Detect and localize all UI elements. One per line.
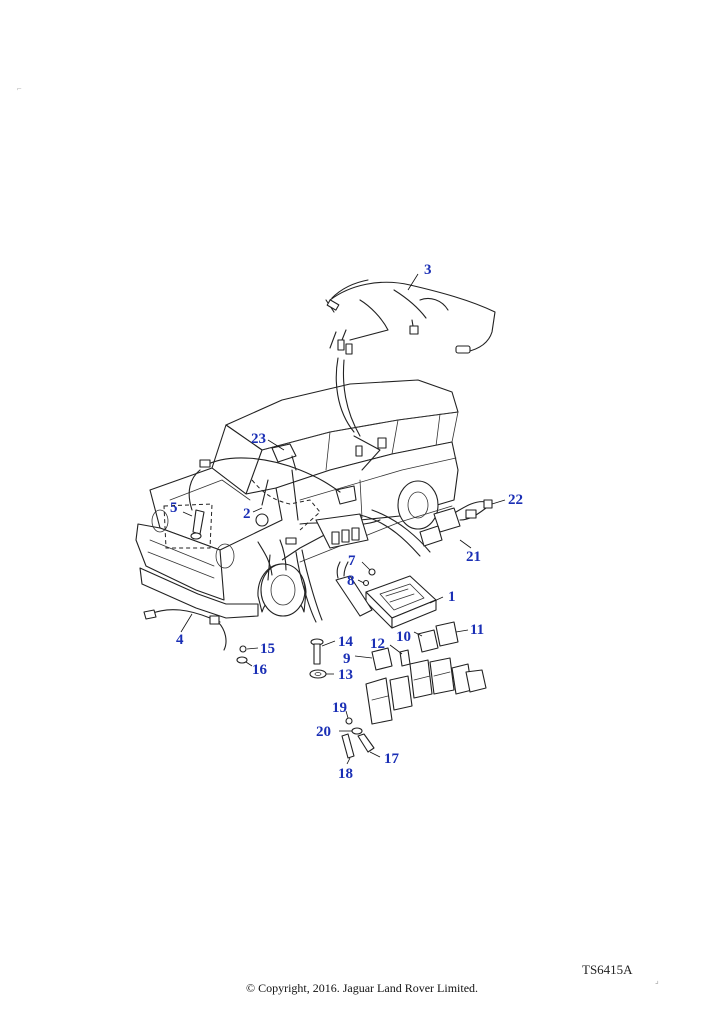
callout-8: 8: [347, 573, 355, 589]
callout-9: 9: [343, 651, 351, 667]
callout-4: 4: [176, 632, 184, 648]
callout-12: 12: [370, 636, 385, 652]
diagram-reference-code: TS6415A: [582, 962, 633, 977]
callout-20: 20: [316, 724, 331, 740]
callout-17: 17: [384, 751, 400, 767]
callout-18: 18: [338, 766, 353, 782]
relays: [371, 621, 459, 671]
detail-box-5: [163, 503, 213, 549]
callout-19: 19: [332, 700, 347, 716]
leader-lines: [180, 273, 506, 765]
callout-15: 15: [260, 641, 275, 657]
callout-23: 23: [251, 431, 266, 447]
callout-16: 16: [252, 662, 268, 678]
engine-harness-2: [188, 443, 431, 623]
callouts: 3 23 22 5 2 21 7 8 1 11 10 4 14 12 15 9 …: [170, 262, 523, 782]
relay-carrier: [365, 657, 487, 725]
callout-2: 2: [243, 506, 251, 522]
harness-4: [143, 609, 248, 664]
corner-mark: ⌟: [655, 976, 659, 985]
ecu-1: [335, 561, 437, 629]
callout-7: 7: [348, 553, 356, 569]
body-harness-3: [325, 279, 496, 471]
callout-1: 1: [448, 589, 456, 605]
callout-5: 5: [170, 500, 178, 516]
callout-10: 10: [396, 629, 411, 645]
callout-11: 11: [470, 622, 484, 638]
corner-mark: ⌐: [17, 84, 22, 93]
switch-21: [419, 499, 493, 547]
callout-22: 22: [508, 492, 523, 508]
bolt-14: [309, 638, 327, 679]
callout-3: 3: [424, 262, 432, 278]
copyright-notice: © Copyright, 2016. Jaguar Land Rover Lim…: [245, 981, 479, 995]
callout-14: 14: [338, 634, 354, 650]
fasteners: [341, 717, 375, 759]
callout-21: 21: [466, 549, 481, 565]
callout-13: 13: [338, 667, 353, 683]
